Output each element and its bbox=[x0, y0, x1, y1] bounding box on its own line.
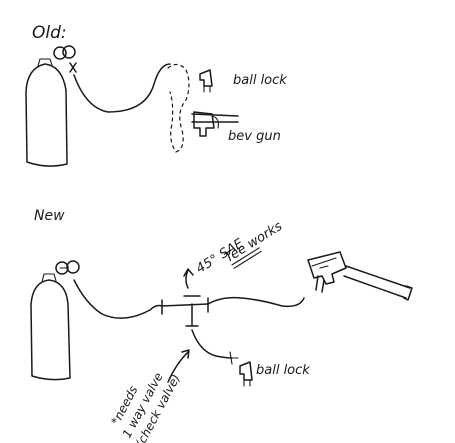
check-valve-arrow bbox=[167, 349, 190, 383]
old-ball-lock-label: ball lock bbox=[233, 73, 287, 88]
new-ball-lock-icon bbox=[239, 361, 253, 387]
old-heading: Old: bbox=[32, 23, 67, 43]
new-regulator bbox=[55, 260, 80, 275]
old-bev-gun-label: bev gun bbox=[228, 129, 281, 144]
sae-tee-fitting bbox=[161, 295, 209, 327]
old-setup: Old: ball lock bev gun bbox=[25, 23, 287, 167]
old-co2-tank bbox=[25, 58, 68, 167]
tee-arrow bbox=[183, 268, 194, 289]
new-bev-gun-icon bbox=[307, 251, 413, 301]
new-setup: New 45° SAE Tee works bbox=[30, 208, 413, 443]
ball-lock-fitting bbox=[229, 351, 239, 365]
new-co2-tank bbox=[30, 273, 71, 381]
bev-gun-line bbox=[207, 296, 305, 308]
old-gas-line bbox=[73, 63, 171, 113]
tee-note: 45° SAE Tee works bbox=[194, 219, 286, 277]
old-bev-gun-icon bbox=[191, 111, 239, 137]
new-heading: New bbox=[34, 208, 65, 224]
old-regulator bbox=[53, 45, 77, 73]
ball-lock-line bbox=[191, 329, 233, 359]
old-splitter-outline bbox=[167, 63, 190, 153]
new-ball-lock-label: ball lock bbox=[256, 363, 310, 378]
old-ball-lock-icon bbox=[199, 69, 213, 93]
check-valve-note: *needs 1 way valve (check valve) bbox=[108, 370, 183, 443]
new-gas-line bbox=[73, 279, 163, 319]
